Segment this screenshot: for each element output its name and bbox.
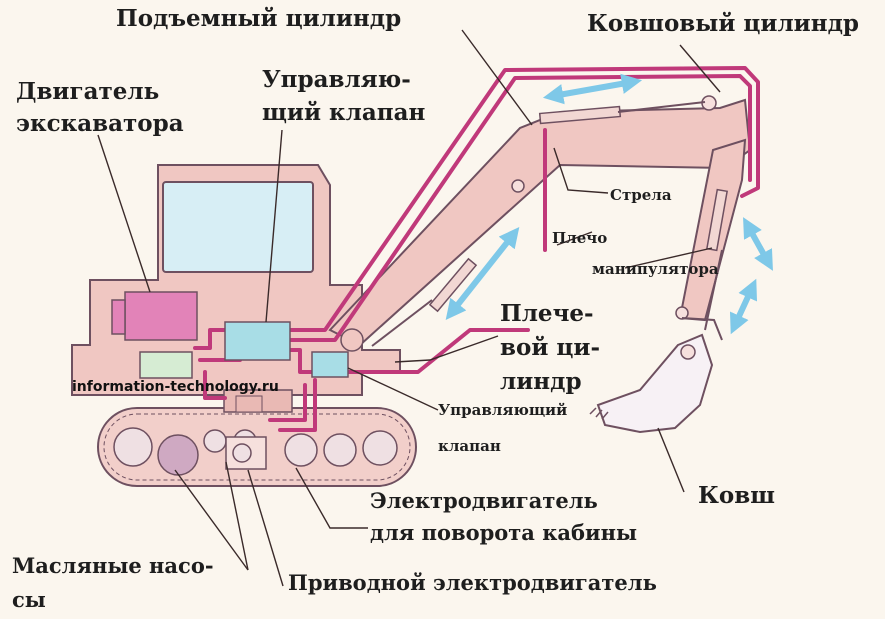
label-shoulder-cylinder-line2: вой ци-: [500, 334, 600, 361]
label-control-valve-top-line2: щий клапан: [262, 99, 426, 126]
label-swing-motor-line1: Электродвигатель: [370, 488, 598, 513]
lift-cylinder: [538, 101, 706, 125]
label-swing-motor-line2: для поворота кабины: [370, 520, 638, 545]
watermark-text: information-technology.ru: [72, 379, 279, 395]
double-headed-arrow-icon: [445, 73, 773, 335]
label-drive-motor: Приводной электродвигатель: [288, 570, 657, 595]
engine-flange: [111, 299, 126, 335]
label-oil-pumps-line2: сы: [12, 587, 46, 612]
label-arm-line1: Плечо: [552, 229, 608, 247]
drive-motor-part: [225, 436, 267, 470]
label-oil-pumps-line1: Масляные насо-: [12, 553, 214, 578]
control-valve-bottom-part: [311, 351, 349, 378]
label-shoulder-cylinder-line1: Плече-: [500, 300, 594, 327]
oil-pump-part: [139, 351, 193, 379]
label-bucket: Ковш: [698, 482, 775, 509]
label-control-valve-bottom-line2: клапан: [438, 437, 501, 455]
label-engine-line2: экскаватора: [16, 110, 184, 137]
cabin-body: [71, 164, 401, 413]
bucket-part: [589, 333, 714, 434]
label-lift-cylinder: Подъемный цилиндр: [116, 5, 402, 32]
label-control-valve-top-line1: Управляю-: [262, 66, 411, 93]
label-boom: Стрела: [610, 186, 672, 204]
callout-lines: [97, 29, 721, 587]
label-arm-line2: манипулятора: [592, 260, 719, 278]
engine-block: [124, 291, 198, 341]
control-valve-top-part: [224, 321, 291, 361]
label-engine-line1: Двигатель: [16, 78, 160, 105]
label-control-valve-bottom-line1: Управляющий: [438, 401, 568, 419]
label-shoulder-cylinder-line3: линдр: [500, 368, 582, 395]
bucket-cylinder: [704, 188, 729, 331]
label-bucket-cylinder: Ковшовый цилиндр: [587, 10, 859, 37]
